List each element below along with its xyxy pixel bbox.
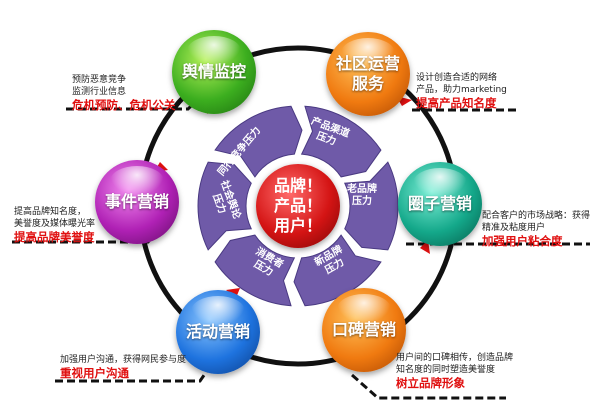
wheel-segment-1 <box>300 105 382 178</box>
center-label: 品牌！ 产品！ 用户！ <box>273 176 322 235</box>
node-yuqing[interactable]: 舆情监控 <box>172 30 256 114</box>
desc-koubei: 用户间的口碑相传，创造品牌 知名度的同时塑造美誉度 树立品牌形象 <box>396 352 513 390</box>
node-koubei[interactable]: 口碑营销 <box>322 288 406 372</box>
desc-huodong-highlight: 重视用户沟通 <box>60 366 129 380</box>
node-huodong[interactable]: 活动营销 <box>176 290 260 374</box>
desc-huodong: 加强用户沟通，获得网民参与度 重视用户沟通 <box>60 354 186 380</box>
desc-quanzi-line-1: 精准及粘度用户 <box>482 223 546 233</box>
desc-koubei-line-1: 知名度的同时塑造美誉度 <box>396 365 496 375</box>
desc-yuqing: 预防恶意竞争 监测行业信息 危机预防、危机公关 <box>72 74 176 112</box>
desc-shijian-line-1: 美誉度及媒体曝光率 <box>14 219 96 229</box>
desc-quanzi-highlight: 加强用户粘合度 <box>482 234 563 248</box>
node-shequ[interactable]: 社区运营 服务 <box>326 32 410 116</box>
node-yuqing-label: 舆情监控 <box>181 62 246 81</box>
wheel-segment-4 <box>214 234 296 307</box>
desc-yuqing-line-1: 监测行业信息 <box>72 87 127 97</box>
desc-koubei-highlight: 树立品牌形象 <box>396 376 465 390</box>
desc-koubei-line-0: 用户间的口碑相传，创造品牌 <box>396 353 514 363</box>
node-shijian-label: 事件营销 <box>104 192 169 211</box>
desc-shijian-highlight: 提高品牌美誉度 <box>14 230 95 244</box>
wheel-segment-2 <box>343 161 399 251</box>
pressure-wheel <box>197 105 399 307</box>
desc-quanzi: 配合客户的市场战略：获得 精准及粘度用户 加强用户粘合度 <box>482 210 590 248</box>
desc-shequ-line-0: 设计创造合适的网络 <box>416 73 498 83</box>
desc-huodong-line-0: 加强用户沟通，获得网民参与度 <box>60 355 187 365</box>
desc-shequ: 设计创造合适的网络 产品，助力marketing 提高产品知名度 <box>416 72 507 110</box>
underline-koubei <box>351 373 506 400</box>
node-shijian[interactable]: 事件营销 <box>95 160 179 244</box>
node-quanzi-label: 圈子营销 <box>407 194 472 213</box>
desc-shijian: 提高品牌知名度， 美誉度及媒体曝光率 提高品牌美誉度 <box>14 206 95 244</box>
node-quanzi[interactable]: 圈子营销 <box>398 162 482 246</box>
center-ball: 品牌！ 产品！ 用户！ <box>256 164 340 248</box>
desc-shequ-line-1: 产品，助力marketing <box>416 85 507 95</box>
segment-label-1: 老品牌 压力 <box>347 184 377 207</box>
wheel-segment-0 <box>214 105 303 178</box>
desc-shequ-highlight: 提高产品知名度 <box>416 96 497 110</box>
desc-quanzi-line-0: 配合客户的市场战略：获得 <box>482 211 591 221</box>
underline-yuqing <box>66 85 212 111</box>
wheel-segment-5 <box>197 161 253 251</box>
desc-shijian-line-0: 提高品牌知名度， <box>14 207 87 217</box>
node-huodong-label: 活动营销 <box>185 322 250 341</box>
desc-yuqing-line-0: 预防恶意竞争 <box>72 75 127 85</box>
node-shequ-label: 社区运营 服务 <box>335 54 400 93</box>
wheel-segment-3 <box>293 234 382 307</box>
node-koubei-label: 口碑营销 <box>331 320 396 339</box>
desc-yuqing-highlight: 危机预防、危机公关 <box>72 98 176 112</box>
